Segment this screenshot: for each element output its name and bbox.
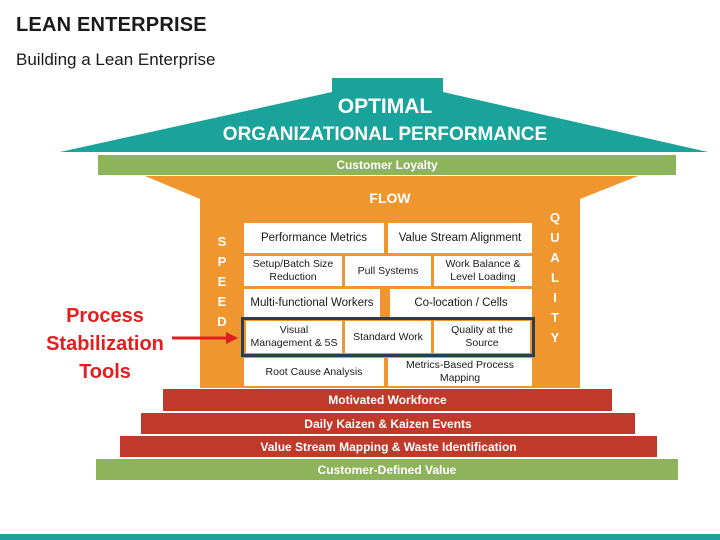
pull-systems-box: Pull Systems: [345, 256, 431, 286]
quality-letter: L: [551, 270, 559, 285]
process-stabilization-callout: Process Stabilization Tools: [30, 302, 180, 386]
work-balance-box: Work Balance & Level Loading: [434, 256, 532, 286]
page-title: LEAN ENTERPRISE: [16, 14, 207, 36]
multifunctional-workers-box: Multi-functional Workers: [244, 289, 380, 317]
quality-letter: T: [551, 310, 559, 325]
quality-letter: A: [550, 250, 560, 265]
value-stream-alignment-box: Value Stream Alignment: [388, 223, 532, 253]
speed-letter: D: [217, 314, 227, 329]
root-cause-box: Root Cause Analysis: [244, 358, 384, 386]
callout-line: Process: [66, 305, 144, 327]
speed-letter: S: [217, 234, 227, 249]
customer-loyalty-band: Customer Loyalty: [98, 155, 676, 175]
roof-line-2: ORGANIZATIONAL PERFORMANCE: [222, 124, 548, 145]
quality-letter: Q: [549, 210, 561, 225]
visual-management-box: Visual Management & 5S: [246, 321, 342, 353]
value-stream-mapping-step: Value Stream Mapping & Waste Identificat…: [120, 436, 657, 457]
roof-line-1: OPTIMAL: [337, 95, 433, 118]
quality-at-source-box: Quality at the Source: [434, 321, 530, 353]
process-stabilization-highlight: [241, 317, 535, 357]
roof-shape: [60, 78, 708, 152]
speed-letter: E: [217, 274, 227, 289]
speed-label: S P E E D: [213, 232, 231, 332]
callout-line: Tools: [79, 361, 131, 383]
callout-arrow-head: [226, 332, 238, 344]
setup-batch-box: Setup/Batch Size Reduction: [244, 256, 342, 286]
metrics-based-box: Metrics-Based Process Mapping: [388, 358, 532, 386]
performance-metrics-box: Performance Metrics: [244, 223, 384, 253]
customer-defined-value-step: Customer-Defined Value: [96, 459, 678, 480]
quality-letter: Y: [550, 330, 560, 345]
speed-letter: P: [217, 254, 227, 269]
speed-letter: E: [217, 294, 227, 309]
daily-kaizen-step: Daily Kaizen & Kaizen Events: [141, 413, 635, 434]
callout-line: Stabilization: [46, 333, 164, 355]
standard-work-box: Standard Work: [345, 321, 431, 353]
page-subtitle: Building a Lean Enterprise: [16, 50, 216, 69]
footer-accent-line: [0, 534, 720, 540]
quality-letter: U: [550, 230, 560, 245]
motivated-workforce-step: Motivated Workforce: [163, 389, 612, 411]
quality-label: Q U A L I T Y: [546, 208, 564, 348]
quality-letter: I: [553, 290, 557, 305]
flow-label: FLOW: [369, 190, 411, 206]
colocation-box: Co-location / Cells: [390, 289, 532, 317]
